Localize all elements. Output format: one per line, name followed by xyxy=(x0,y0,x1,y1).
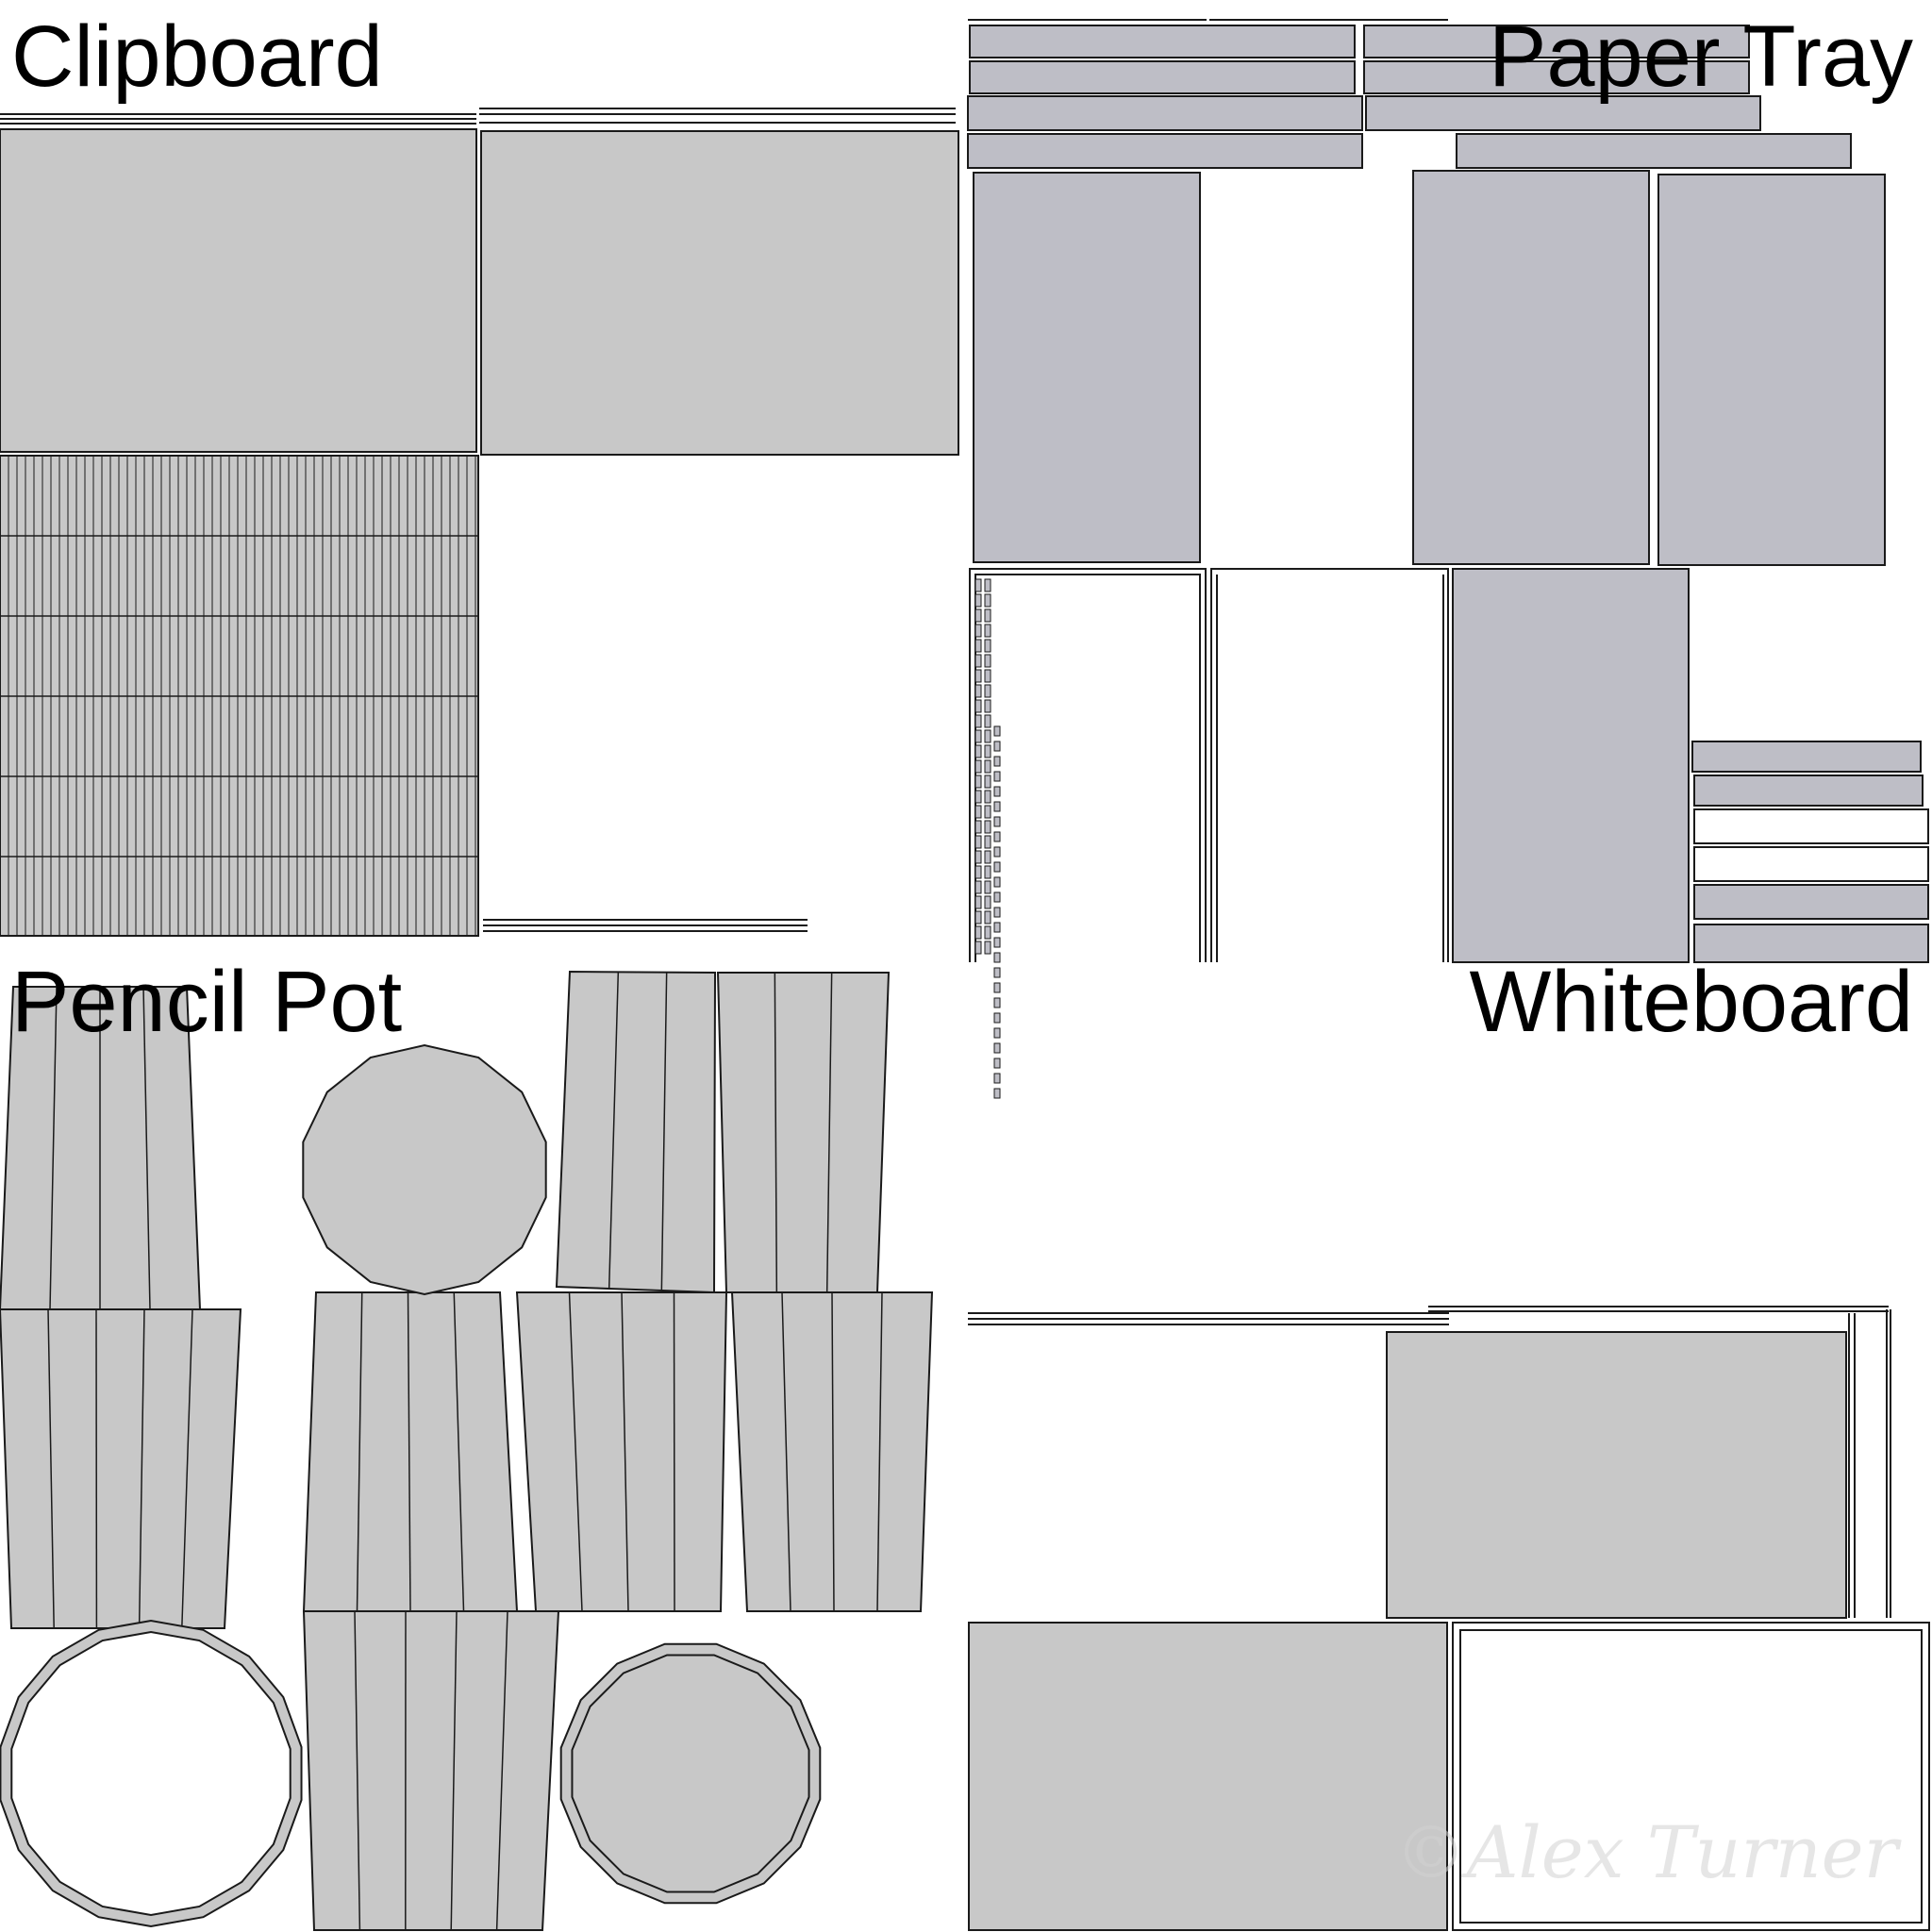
paper-tray-panel-c xyxy=(1657,174,1886,566)
whiteboard-frame-strips xyxy=(968,1306,1891,1618)
clipboard-edge-strips xyxy=(0,108,956,125)
paper-tray-tab-column xyxy=(974,578,1001,1099)
pencil-pot-wall-strip xyxy=(730,1291,934,1612)
pencil-pot-wall-strip xyxy=(0,1308,242,1629)
pencil-pot-wall-strip xyxy=(302,1610,560,1931)
paper-tray-side-strips xyxy=(967,25,1852,169)
pencil-pot-islands xyxy=(0,970,934,1931)
clipboard-clip-grid xyxy=(0,455,479,937)
pencil-pot-wall-strip xyxy=(555,970,717,1294)
clipboard-board-front xyxy=(0,128,477,453)
pencil-pot-lid-disc xyxy=(571,1654,810,1893)
pencil-pot-wall-strip xyxy=(716,972,891,1293)
paper-tray-panel-d xyxy=(1452,568,1690,963)
pencil-pot-wall-strip xyxy=(302,1291,519,1612)
paper-tray-lip-strips xyxy=(1691,741,1929,963)
pencil-pot-wall-strip xyxy=(515,1291,728,1612)
whiteboard-surface-inner xyxy=(1459,1629,1923,1924)
clipboard-islands xyxy=(0,108,959,937)
whiteboard-islands xyxy=(968,1306,1930,1931)
pencil-pot-rim-ring-inner xyxy=(10,1630,291,1917)
paper-tray-rail-b xyxy=(1210,568,1449,962)
paper-tray-panel-b xyxy=(1412,170,1650,565)
clipboard-board-back xyxy=(480,130,959,456)
paper-tray-panel-a xyxy=(973,172,1201,563)
whiteboard-left-panel xyxy=(968,1622,1448,1931)
whiteboard-back-panel xyxy=(1386,1331,1847,1619)
signature-watermark: ©Alex Turner xyxy=(1394,1810,1898,1894)
paper-tray-islands xyxy=(967,19,1929,1099)
clipboard-clip-strips xyxy=(483,919,808,932)
pencil-pot-wall-strip xyxy=(0,986,202,1310)
pencil-pot-base-disc xyxy=(302,1043,547,1296)
paper-tray-rail-a xyxy=(969,568,1207,962)
